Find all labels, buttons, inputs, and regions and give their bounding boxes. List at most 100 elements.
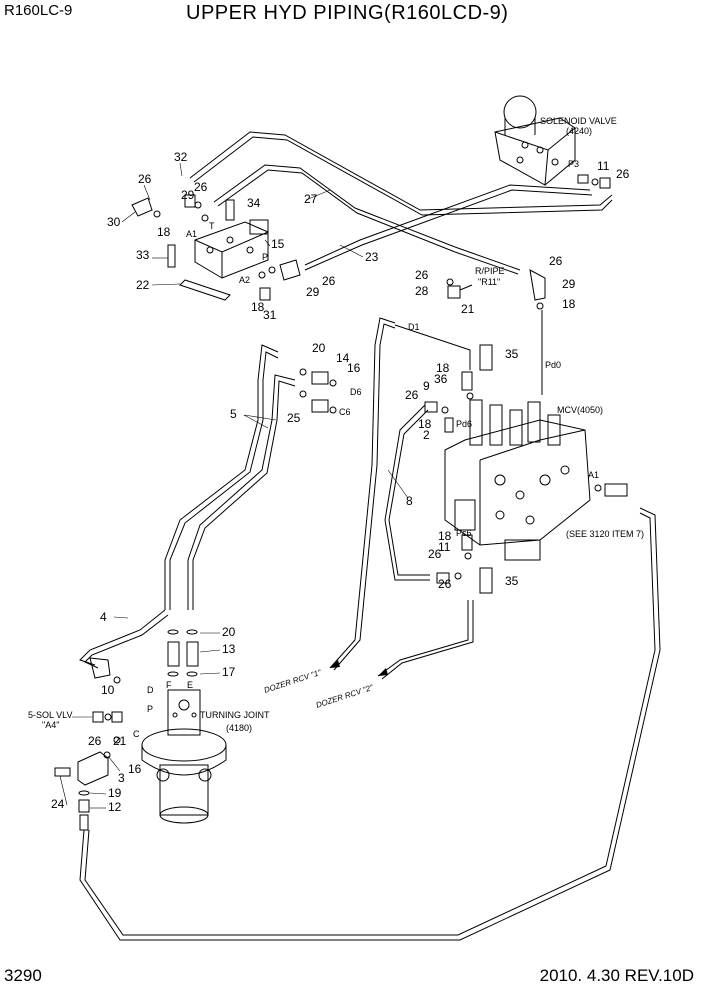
part-26-b: 26 bbox=[194, 180, 208, 194]
dozer-rcv-1-label: DOZER RCV "1" bbox=[263, 668, 323, 695]
page-number: 3290 bbox=[4, 966, 42, 985]
main-control-valve bbox=[444, 399, 591, 561]
part-18-c: 18 bbox=[562, 297, 576, 311]
part-18-d: 18 bbox=[436, 361, 450, 375]
pd0-label: Pd0 bbox=[545, 360, 561, 370]
fitting-10 bbox=[89, 657, 121, 684]
part-34: 34 bbox=[247, 196, 261, 210]
part-18-f: 18 bbox=[438, 529, 452, 543]
r11-label: "R11" bbox=[478, 277, 500, 287]
hose-dozer-2 bbox=[377, 600, 474, 680]
t-port-label: T bbox=[209, 221, 215, 231]
part-18-b: 18 bbox=[251, 300, 265, 314]
part-2: 2 bbox=[423, 428, 430, 442]
port-p3-label: P3 bbox=[568, 159, 579, 169]
part-26-a: 26 bbox=[138, 172, 152, 186]
hose-23 bbox=[213, 164, 456, 253]
a2-label: A2 bbox=[239, 275, 250, 285]
part-15: 15 bbox=[271, 237, 285, 251]
hose-solenoid-line bbox=[304, 184, 593, 271]
port-f-label: F bbox=[166, 680, 172, 690]
dozer-1-arrow bbox=[330, 660, 340, 668]
part-27: 27 bbox=[304, 192, 318, 206]
part-20-a: 20 bbox=[312, 341, 326, 355]
part-26-d: 26 bbox=[415, 268, 429, 282]
bracket-3 bbox=[54, 751, 109, 786]
r-pipe-label: R/PIPE bbox=[475, 266, 505, 276]
dozer-rcv-2-label: DOZER RCV "2" bbox=[315, 683, 375, 710]
upper-fittings-14-25 bbox=[299, 368, 337, 414]
block-fittings bbox=[131, 194, 301, 301]
part-20-b: 20 bbox=[222, 625, 236, 639]
hose-8 bbox=[384, 404, 430, 581]
solenoid-valve bbox=[494, 95, 576, 186]
a4-label: "A4" bbox=[42, 720, 59, 730]
hose-d1 bbox=[329, 317, 471, 671]
fitting-35-upper bbox=[479, 344, 493, 371]
part-3: 3 bbox=[118, 771, 125, 785]
fittings-13-17 bbox=[167, 629, 199, 677]
part-16-b: 16 bbox=[128, 762, 142, 776]
fitting-a1-right bbox=[594, 483, 628, 497]
part-32: 32 bbox=[174, 150, 188, 164]
part-22: 22 bbox=[136, 278, 150, 292]
part-29-b: 29 bbox=[306, 285, 320, 299]
hose-bottom-loop bbox=[79, 507, 661, 941]
part-33: 33 bbox=[136, 248, 150, 262]
a1-block-label: A1 bbox=[186, 229, 197, 239]
solenoid-valve-number: (4240) bbox=[566, 126, 592, 136]
part-24: 24 bbox=[51, 797, 65, 811]
part-12: 12 bbox=[108, 800, 122, 814]
fitting-29-right bbox=[529, 269, 546, 310]
part-21-a: 21 bbox=[461, 302, 475, 316]
turning-joint bbox=[141, 689, 227, 824]
port-p-tj-label: P bbox=[147, 704, 153, 714]
see-3120-label: (SEE 3120 ITEM 7) bbox=[566, 529, 644, 539]
part-26-h: 26 bbox=[428, 547, 442, 561]
part-5: 5 bbox=[230, 407, 237, 421]
part-26-g: 26 bbox=[405, 388, 419, 402]
dozer-2-arrow bbox=[378, 668, 388, 676]
model-code: R160LC-9 bbox=[4, 2, 73, 19]
turning-joint-label: TURNING JOINT bbox=[200, 710, 270, 720]
mcv-label: MCV(4050) bbox=[557, 405, 603, 415]
c6-label: C6 bbox=[339, 407, 351, 417]
hose-27 bbox=[189, 131, 613, 216]
part-19: 19 bbox=[108, 786, 122, 800]
fitting-11-26-sol bbox=[577, 174, 611, 189]
part-29-c: 29 bbox=[562, 277, 576, 291]
pd6-label: Pd6 bbox=[456, 419, 472, 429]
sol-vlv-label: 5-SOL VLV bbox=[28, 710, 73, 720]
part-26-c: 26 bbox=[322, 274, 336, 288]
part-31: 31 bbox=[263, 308, 277, 322]
port-c-label: C bbox=[133, 729, 140, 739]
hose-rpipe bbox=[454, 246, 521, 275]
part-17: 17 bbox=[222, 665, 236, 679]
fittings-19-12 bbox=[78, 790, 90, 831]
part-30: 30 bbox=[107, 215, 121, 229]
part-8: 8 bbox=[406, 494, 413, 508]
part-26-j: 26 bbox=[88, 734, 102, 748]
part-26-e: 26 bbox=[616, 167, 630, 181]
part-11-a: 11 bbox=[597, 159, 610, 173]
part-16-a: 16 bbox=[347, 361, 361, 375]
part-35-a: 35 bbox=[505, 347, 519, 361]
part-35-b: 35 bbox=[505, 574, 519, 588]
port-d-label: D bbox=[147, 685, 154, 695]
part-9: 9 bbox=[423, 379, 430, 393]
fitting-35-lower bbox=[479, 567, 493, 594]
part-18-e: 18 bbox=[418, 417, 432, 431]
page-title: UPPER HYD PIPING(R160LCD-9) bbox=[186, 2, 509, 24]
part-36: 36 bbox=[434, 372, 448, 386]
fitting-28-group bbox=[446, 278, 473, 299]
part-4: 4 bbox=[100, 610, 107, 624]
d1-label: D1 bbox=[408, 322, 420, 332]
part-23: 23 bbox=[365, 250, 379, 264]
a1-right-label: A1 bbox=[588, 470, 599, 480]
turning-joint-number: (4180) bbox=[226, 723, 252, 733]
part-28: 28 bbox=[415, 284, 429, 298]
solenoid-valve-label: SOLENOID VALVE bbox=[540, 116, 617, 126]
pc6-label: Pc6 bbox=[456, 528, 472, 538]
mcv-left-fittings bbox=[424, 371, 474, 584]
